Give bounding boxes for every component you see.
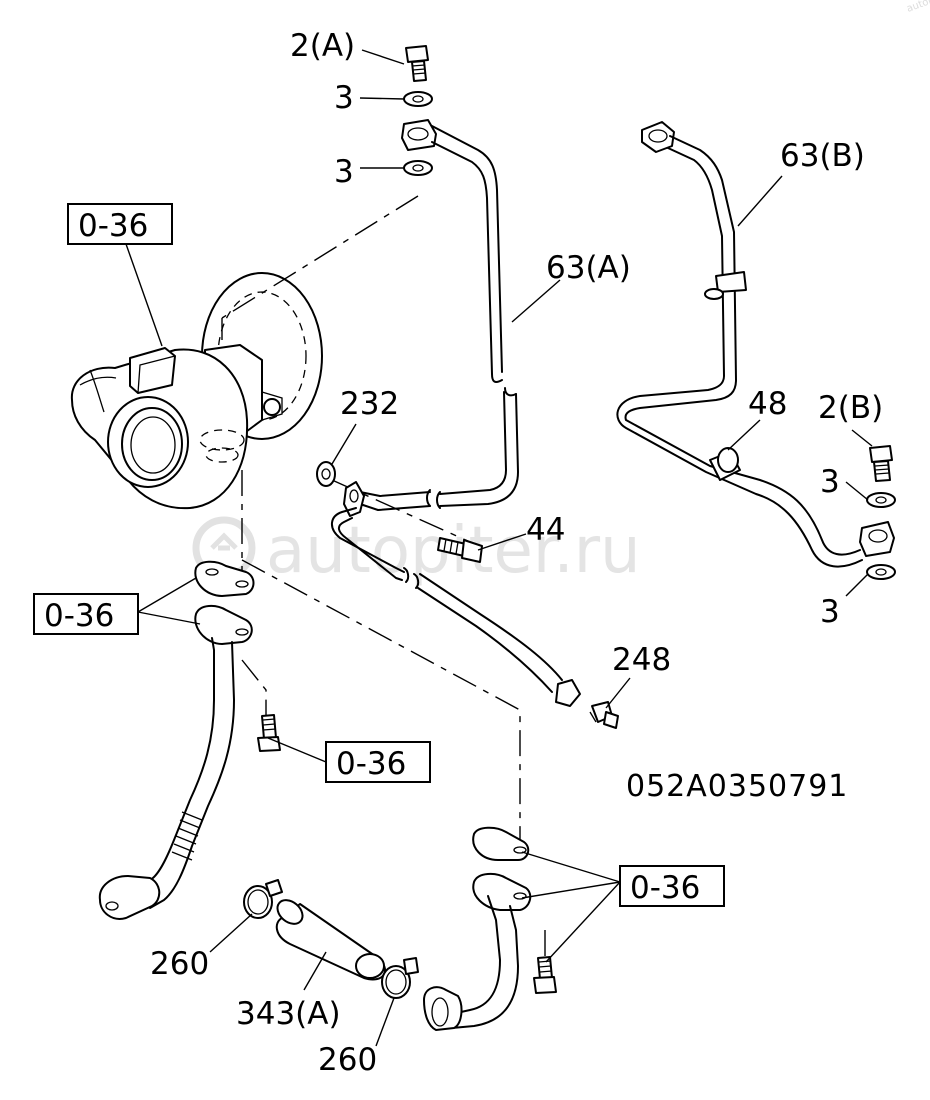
ref-box-gasket-left-label: 0-36: [44, 598, 114, 634]
ref-box-gasket-right: 0-36: [619, 865, 725, 907]
corner-watermark: autopiter.ru: [905, 0, 930, 15]
callout-washer-3-right-lower: 3: [820, 594, 840, 630]
gasket-left-upper: [194, 560, 255, 597]
bolt-right: [533, 956, 557, 994]
callout-clamp-260-left: 260: [150, 946, 209, 982]
ref-box-gasket-right-label: 0-36: [630, 870, 700, 906]
callout-44: 44: [526, 512, 565, 548]
callout-48: 48: [748, 386, 787, 422]
callout-pipe-63a: 63(A): [546, 250, 631, 286]
callout-labels: 2(A) 3 3 63(A) 63(B) 232 44 248 48 2(B) …: [150, 28, 883, 1078]
callout-clamp-260-bottom: 260: [318, 1042, 377, 1078]
washer-3-right-lower: [866, 564, 896, 580]
fitting-248: [589, 701, 619, 729]
washer-3-second: [403, 160, 433, 176]
callout-bolt-2b: 2(B): [818, 390, 883, 426]
clamp-260-bottom: [381, 957, 419, 999]
ref-box-bolt-mid: 0-36: [325, 741, 431, 783]
washer-3-top: [403, 91, 433, 107]
bolt-2b: [869, 445, 893, 482]
oil-pipe-lower: [331, 481, 581, 707]
callout-248: 248: [612, 642, 671, 678]
callout-washer-3-top: 3: [334, 80, 354, 116]
oil-pipe-63a: [359, 119, 519, 511]
document-number: 052A0350791: [626, 769, 848, 804]
bolt-2a: [405, 45, 429, 82]
seal-232: [316, 461, 336, 487]
washer-3-right-upper: [866, 492, 896, 508]
callout-washer-3-right-upper: 3: [820, 464, 840, 500]
bolt-44: [437, 537, 483, 563]
leader-lines: [125, 49, 873, 1047]
hose-343a: [275, 899, 386, 981]
ref-box-turbo-label: 0-36: [78, 208, 148, 244]
ref-box-gasket-left: 0-36: [33, 593, 139, 635]
callout-bolt-2a: 2(A): [290, 28, 355, 64]
turbocharger: [70, 272, 323, 510]
callout-232: 232: [340, 386, 399, 422]
callout-washer-3-second: 3: [334, 154, 354, 190]
ref-box-turbo: 0-36: [67, 203, 173, 245]
eye-joint-right: [859, 521, 895, 557]
callout-hose-343a: 343(A): [236, 996, 341, 1032]
oil-pipe-63b: [616, 121, 863, 568]
bolt-left: [257, 714, 281, 752]
ref-box-bolt-mid-label: 0-36: [336, 746, 406, 782]
drain-pipe-right: [423, 872, 532, 1031]
clamp-260-left: [243, 879, 283, 919]
callout-pipe-63b: 63(B): [780, 138, 865, 174]
reference-boxes: 0-36 0-36 0-36 0-36: [33, 203, 725, 907]
drain-pipe-left: [98, 604, 253, 920]
